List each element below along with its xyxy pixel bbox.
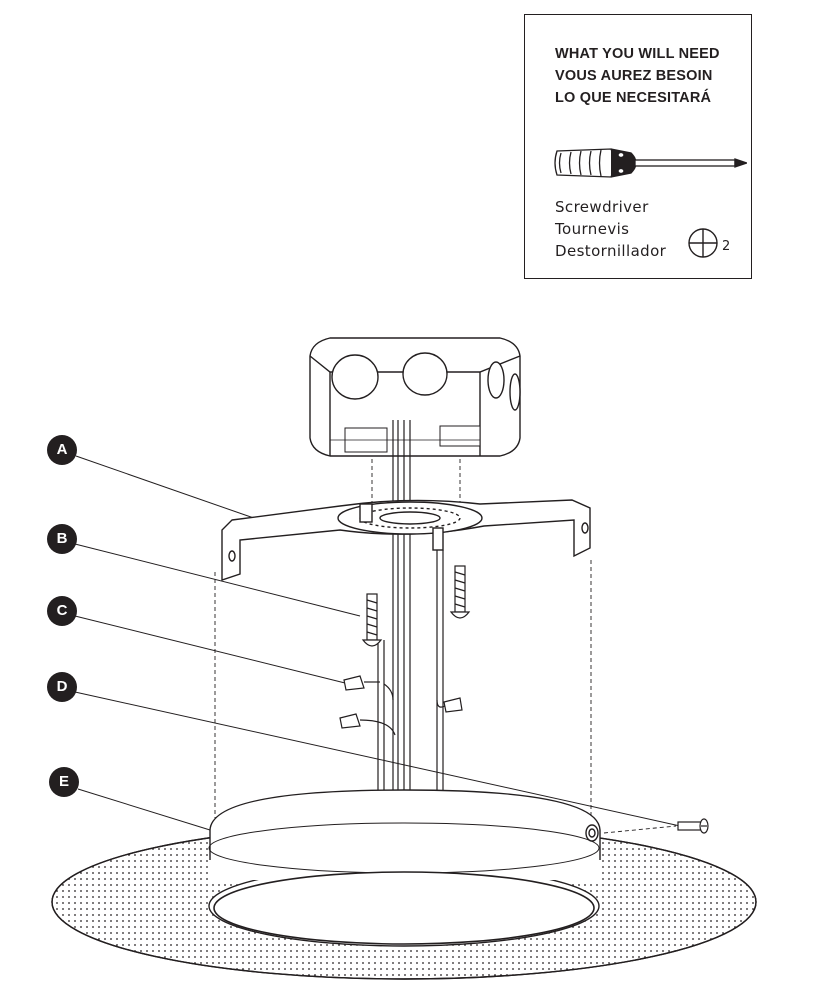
tool-name-english: Screwdriver: [555, 198, 649, 216]
phillips-head-icon: [688, 228, 718, 258]
side-screw: [677, 818, 709, 834]
callout-a: A: [47, 435, 77, 465]
mounting-bracket: [221, 499, 591, 581]
tool-name-french: Tournevis: [555, 220, 630, 238]
tools-heading-english: WHAT YOU WILL NEED: [555, 46, 720, 62]
leader-e: [77, 788, 211, 831]
callout-b: B: [47, 524, 77, 554]
leader-b: [74, 543, 361, 617]
tool-names: Screwdriver Tournevis Destornillador: [555, 196, 666, 262]
phillips-size-label: 2: [722, 239, 731, 254]
wire-connectors: [339, 675, 463, 729]
callout-e: E: [49, 767, 79, 797]
light-fixture: [51, 789, 757, 980]
callout-c: C: [47, 596, 77, 626]
phillips-screwdriver-icon: [554, 148, 747, 178]
tools-heading-spanish: LO QUE NECESITARÁ: [555, 90, 712, 106]
tools-needed-box: WHAT YOU WILL NEED VOUS AUREZ BESOIN LO …: [524, 14, 752, 279]
junction-box: [309, 337, 521, 457]
callout-d: D: [47, 672, 77, 702]
leader-c: [74, 615, 346, 684]
leader-a: [75, 455, 269, 524]
mounting-screws: [361, 565, 471, 647]
tools-heading-french: VOUS AUREZ BESOIN: [555, 68, 713, 84]
tools-heading: WHAT YOU WILL NEED VOUS AUREZ BESOIN LO …: [555, 43, 720, 109]
tool-name-spanish: Destornillador: [555, 242, 667, 260]
wire-bundle: [359, 420, 453, 790]
